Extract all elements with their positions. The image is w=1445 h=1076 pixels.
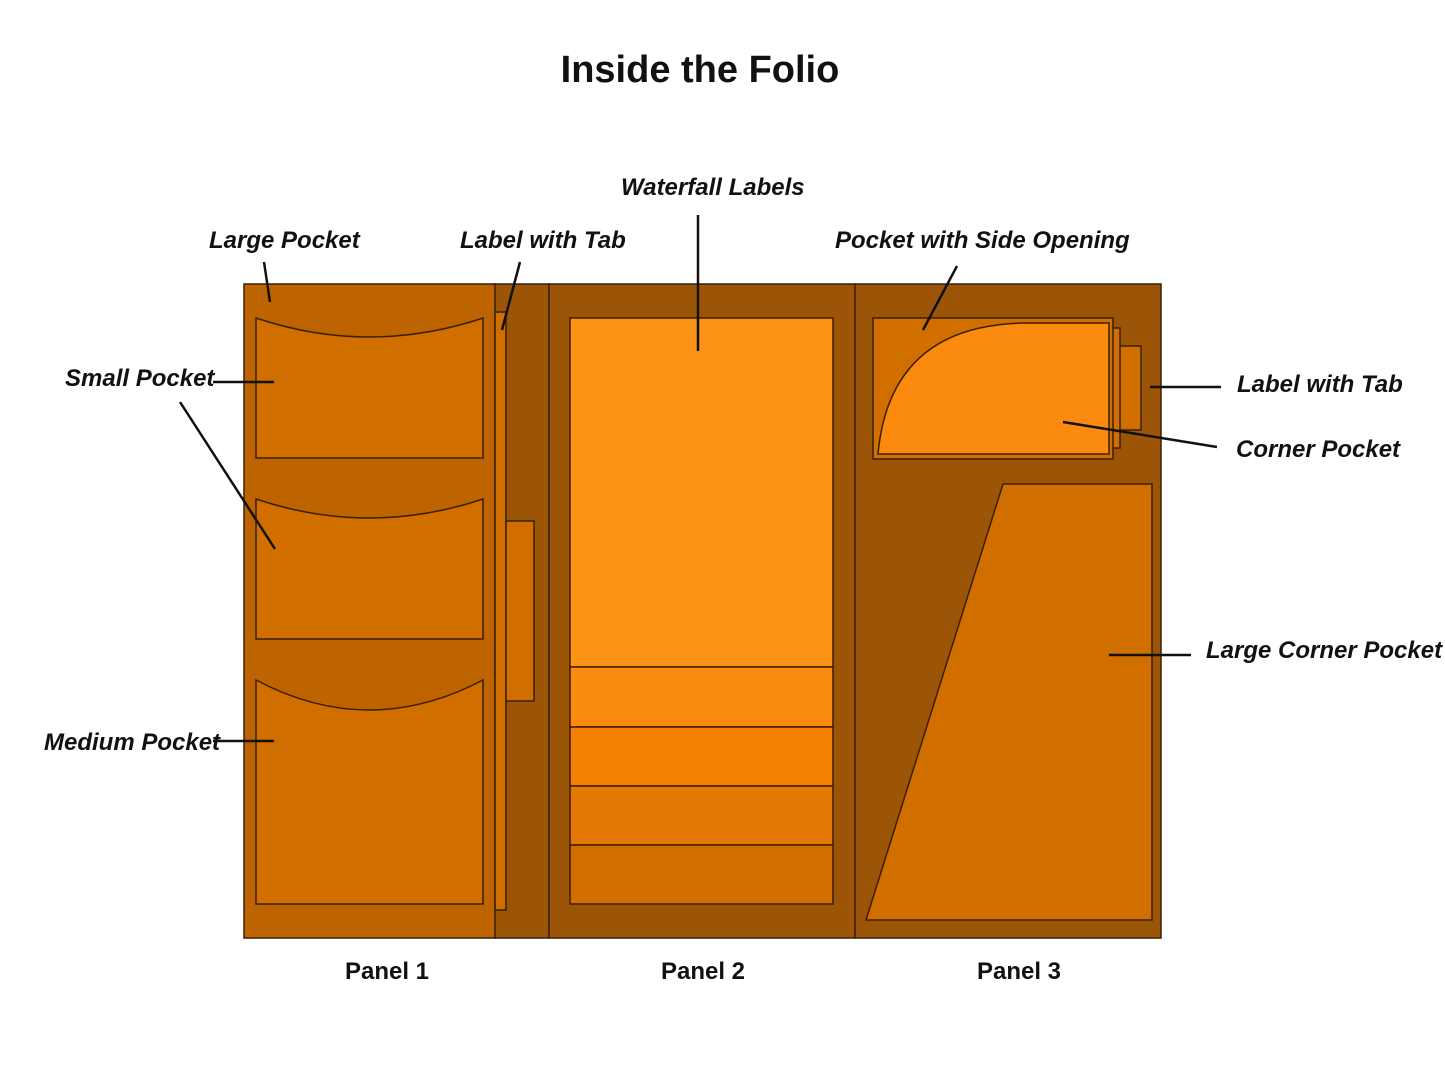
panel1-pockets (255, 316, 484, 905)
small-pocket-bottom (255, 497, 484, 640)
panel1-label: Panel 1 (345, 958, 429, 985)
panel3-pockets (864, 317, 1153, 921)
callout-label-with-tab-1: Label with Tab (460, 227, 626, 254)
leader-label-with-tab-1 (500, 261, 522, 331)
waterfall-labels (569, 317, 834, 905)
callout-waterfall-labels: Waterfall Labels (621, 174, 805, 201)
leader-large-pocket (262, 261, 272, 303)
leader-pocket-side-opening (921, 265, 959, 331)
leader-corner-pocket (1062, 420, 1218, 449)
leader-lines (178, 215, 1221, 743)
waterfall-label-5 (569, 844, 834, 905)
leader-small-pocket-2 (178, 401, 277, 550)
waterfall-label-3 (569, 726, 834, 787)
large-corner-pocket (864, 483, 1153, 921)
callout-corner-pocket: Corner Pocket (1236, 436, 1401, 463)
panel-labels: Panel 1 Panel 2 Panel 3 (345, 958, 1061, 985)
medium-pocket (255, 678, 484, 905)
spine-label-tab (505, 520, 535, 702)
panel2-label: Panel 2 (661, 958, 745, 985)
callout-large-corner-pocket: Large Corner Pocket (1206, 637, 1443, 664)
callout-medium-pocket: Medium Pocket (44, 729, 221, 756)
callout-large-pocket: Large Pocket (209, 227, 361, 254)
corner-pocket (877, 322, 1110, 455)
small-pocket-top (255, 316, 484, 459)
panel3-label: Panel 3 (977, 958, 1061, 985)
corner-pocket-tab (1118, 345, 1142, 431)
callout-labels: Large Pocket Label with Tab Small Pocket… (44, 174, 1443, 756)
callout-pocket-side-opening: Pocket with Side Opening (835, 227, 1130, 254)
waterfall-label-4 (569, 785, 834, 846)
waterfall-label-2 (569, 666, 834, 728)
callout-label-with-tab-2: Label with Tab (1237, 371, 1403, 398)
diagram-title: Inside the Folio (561, 49, 840, 91)
waterfall-label-1 (569, 317, 834, 668)
callout-small-pocket: Small Pocket (65, 365, 215, 392)
spine-label-strip (494, 311, 507, 911)
spine-labels (494, 311, 535, 911)
